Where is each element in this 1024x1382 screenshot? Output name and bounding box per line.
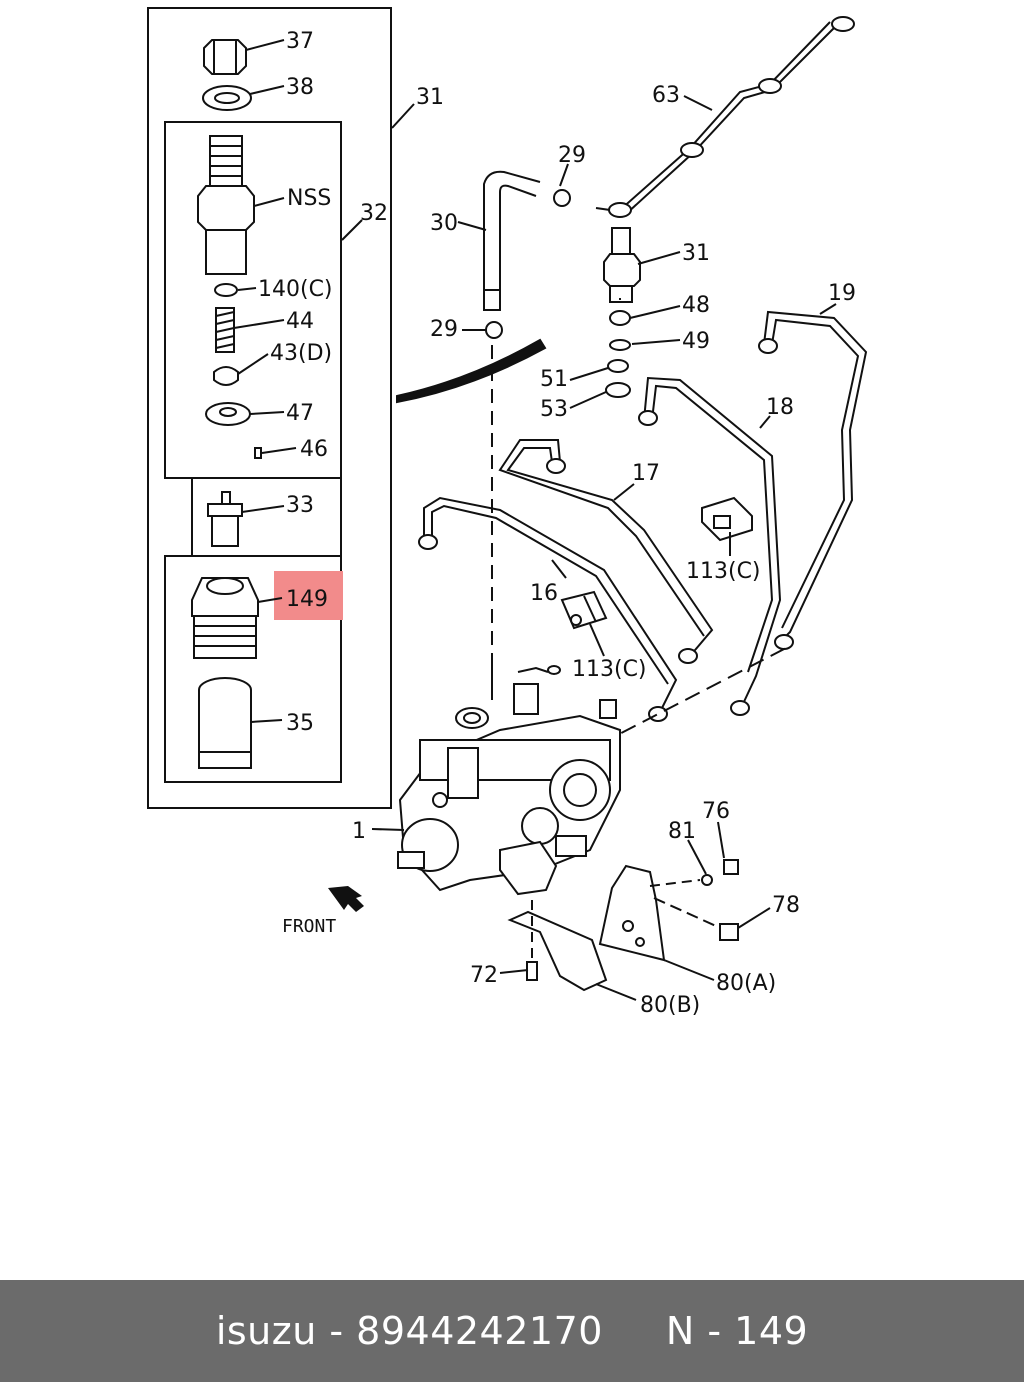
callout-81: 81	[668, 819, 696, 844]
spacer	[603, 1309, 666, 1353]
callout-30: 30	[430, 211, 458, 236]
callout-43d: 43(D)	[270, 341, 332, 366]
callout-140c: 140(C)	[258, 277, 333, 302]
callout-49: 49	[682, 329, 710, 354]
part-info-bar: isuzu - 8944242170 N - 149	[0, 1280, 1024, 1382]
callout-31-box: 31	[416, 85, 444, 110]
callout-1: 1	[352, 819, 366, 844]
callout-47: 47	[286, 401, 314, 426]
part-number: 8944242170	[356, 1309, 603, 1353]
pump-bracket	[507, 859, 739, 992]
spacer-part	[205, 402, 251, 426]
front-label: FRONT	[282, 916, 336, 937]
highlight-box	[274, 571, 343, 620]
sleeve-nut-part	[191, 577, 259, 659]
shim-part	[214, 283, 238, 297]
pin-part	[254, 447, 262, 459]
callout-32: 32	[360, 201, 388, 226]
injector-assembly	[603, 227, 641, 398]
front-arrow-icon	[328, 886, 364, 912]
callout-16: 16	[530, 581, 558, 606]
separator: -	[316, 1309, 357, 1353]
brand-name: isuzu	[215, 1309, 317, 1353]
pipe-clamps	[560, 496, 753, 630]
callout-31: 31	[682, 241, 710, 266]
leader-lines	[233, 39, 415, 723]
callout-63: 63	[652, 83, 680, 108]
callout-37: 37	[286, 29, 314, 54]
nut-part	[203, 39, 247, 75]
callout-80a: 80(A)	[716, 971, 776, 996]
callout-29-mid: 29	[430, 317, 458, 342]
callout-76: 76	[702, 799, 730, 824]
callout-72: 72	[470, 963, 498, 988]
parts-diagram: 37 38 31 32 NSS 140(C) 44 43(D) 47 46 33…	[147, 7, 868, 1018]
retaining-sleeve-part	[198, 677, 252, 769]
spring-part	[215, 307, 235, 353]
callout-113c-left: 113(C)	[572, 657, 647, 682]
injection-pipes	[418, 310, 868, 745]
callout-149: 149	[286, 587, 328, 612]
callout-53: 53	[540, 397, 568, 422]
callout-29-top: 29	[558, 143, 586, 168]
callout-48: 48	[682, 293, 710, 318]
callout-18: 18	[766, 395, 794, 420]
leader-lines-right	[371, 95, 837, 1001]
callout-nss: NSS	[287, 186, 331, 211]
callout-33: 33	[286, 493, 314, 518]
callout-35: 35	[286, 711, 314, 736]
callout-113c-right: 113(C)	[686, 559, 761, 584]
callout-17: 17	[632, 461, 660, 486]
nozzle-holder-part	[197, 135, 255, 275]
spring-seat-part	[213, 366, 239, 386]
fuel-pipes	[396, 16, 855, 660]
callout-38: 38	[286, 75, 314, 100]
injector-breakdown-box	[147, 7, 392, 809]
callout-51: 51	[540, 367, 568, 392]
diagram-reference: N - 149	[665, 1309, 809, 1353]
nozzle-part	[207, 491, 243, 547]
callout-44: 44	[286, 309, 314, 334]
washer-part	[202, 85, 252, 111]
injection-pump	[397, 660, 621, 896]
callout-78: 78	[772, 893, 800, 918]
callout-labels: 37 38 31 32 NSS 140(C) 44 43(D) 47 46 33…	[258, 29, 856, 1018]
callout-46: 46	[300, 437, 328, 462]
callout-19: 19	[828, 281, 856, 306]
callout-80b: 80(B)	[640, 993, 700, 1018]
